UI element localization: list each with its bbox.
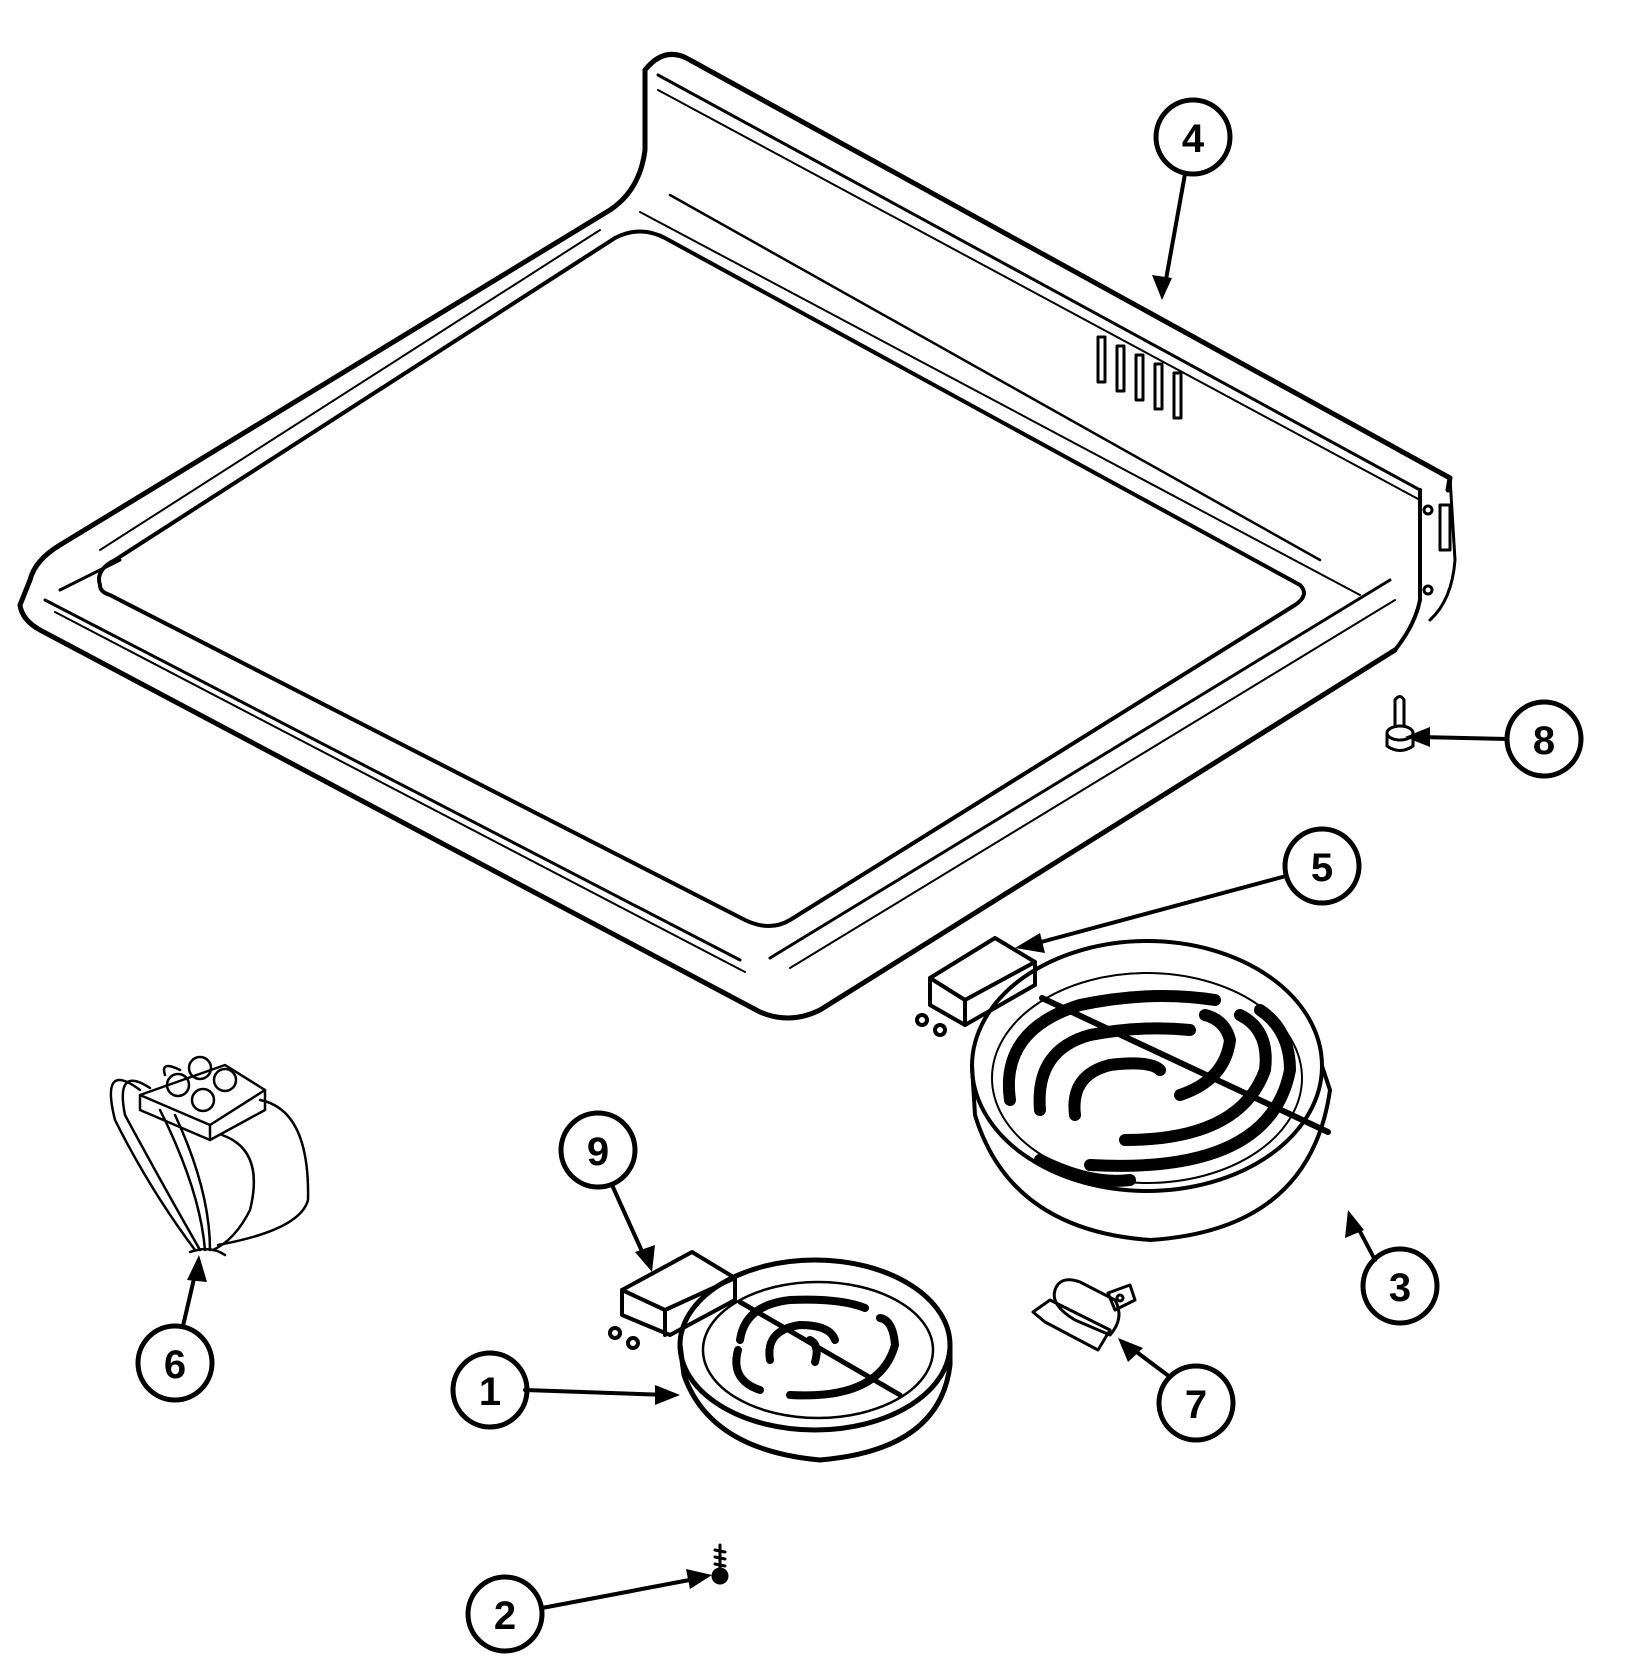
callout-label: 3 bbox=[1389, 1266, 1411, 1310]
callout-label: 2 bbox=[494, 1594, 516, 1638]
screw-icon bbox=[711, 1543, 729, 1585]
large-surface-element bbox=[970, 939, 1332, 1242]
callout-label: 4 bbox=[1182, 117, 1205, 161]
callout-6[interactable]: 6 bbox=[135, 1255, 215, 1403]
callout-7[interactable]: 7 bbox=[1118, 1338, 1236, 1443]
callout-3[interactable]: 3 bbox=[1345, 1210, 1440, 1326]
callout-8[interactable]: 8 bbox=[1405, 699, 1584, 779]
small-element-receptacle-icon bbox=[608, 1250, 737, 1350]
callout-label: 6 bbox=[164, 1343, 186, 1387]
element-bracket-clip-icon bbox=[1031, 1278, 1137, 1352]
callout-label: 8 bbox=[1533, 719, 1555, 763]
callout-label: 1 bbox=[479, 1370, 501, 1414]
callout-9[interactable]: 9 bbox=[558, 1110, 655, 1272]
callout-label: 5 bbox=[1311, 846, 1333, 890]
callout-5[interactable]: 5 bbox=[1015, 826, 1362, 953]
small-surface-element bbox=[677, 1257, 953, 1463]
cooktop-main-top bbox=[17, 51, 1457, 1021]
screw-stud-icon bbox=[1385, 695, 1415, 752]
large-element-receptacle-icon bbox=[915, 936, 1037, 1037]
callout-2[interactable]: 2 bbox=[465, 1569, 712, 1654]
terminal-block-wiring-harness-icon bbox=[109, 1055, 310, 1257]
callout-4[interactable]: 4 bbox=[1152, 97, 1233, 300]
callout-label: 9 bbox=[587, 1130, 609, 1174]
callout-label: 7 bbox=[1185, 1383, 1207, 1427]
callout-1[interactable]: 1 bbox=[450, 1350, 680, 1430]
